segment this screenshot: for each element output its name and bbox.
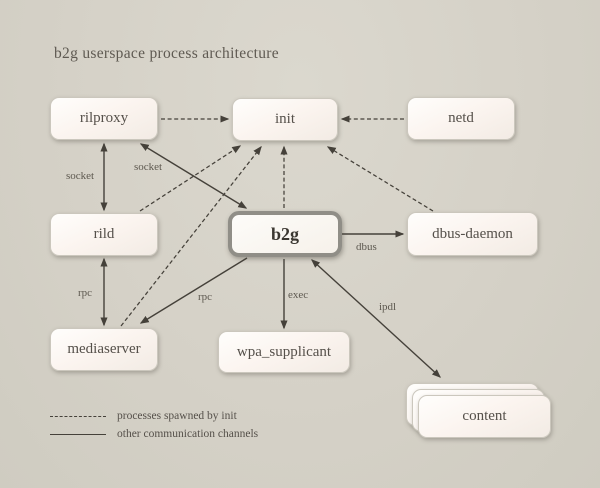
node-b2g-label: b2g (270, 223, 299, 244)
node-rild[interactable]: rild (50, 213, 158, 256)
page-title: b2g userspace process architecture (54, 45, 279, 62)
node-init[interactable]: init (232, 98, 338, 141)
edge-b2g-mediaserver-rpc (139, 257, 248, 324)
edge-label-dbus: dbus (356, 241, 377, 253)
node-content-label: content (462, 408, 507, 424)
node-dbus-daemon[interactable]: dbus-daemon (407, 212, 538, 256)
node-init-label: init (274, 111, 295, 127)
node-rilproxy[interactable]: rilproxy (50, 97, 158, 140)
node-mediaserver-label: mediaserver (67, 341, 141, 357)
legend-solid-label: other communication channels (117, 428, 259, 440)
edge-rilproxy-b2g-socket (139, 143, 248, 209)
node-rild-label: rild (93, 226, 115, 242)
edge-b2g-content-ipdl (311, 259, 441, 378)
node-content[interactable]: content (418, 395, 551, 438)
legend: processes spawned by init other communic… (50, 407, 258, 443)
node-b2g[interactable]: b2g (228, 211, 342, 257)
edge-label-socket-rilproxy-rild: socket (66, 170, 95, 182)
edge-label-socket-rilproxy-b2g: socket (134, 161, 163, 173)
edge-rild-init (139, 145, 242, 212)
edge-label-exec: exec (288, 289, 309, 301)
node-rilproxy-label: rilproxy (79, 110, 129, 126)
edge-label-ipdl: ipdl (379, 301, 397, 313)
legend-row-solid: other communication channels (50, 425, 258, 443)
legend-dashed-line-sample (50, 415, 106, 417)
node-wpa-supplicant[interactable]: wpa_supplicant (218, 331, 350, 373)
node-mediaserver[interactable]: mediaserver (50, 328, 158, 371)
node-netd-label: netd (448, 110, 474, 126)
edge-label-rpc-b2g-mediaserver: rpc (198, 291, 213, 303)
legend-dashed-label: processes spawned by init (117, 410, 237, 422)
edge-label-rpc-rild-mediaserver: rpc (78, 287, 93, 299)
node-netd[interactable]: netd (407, 97, 515, 140)
edge-dbus-daemon-init (326, 146, 434, 212)
edge-mediaserver-init (120, 145, 262, 327)
legend-row-dashed: processes spawned by init (50, 407, 258, 425)
node-wpa-supplicant-label: wpa_supplicant (236, 343, 332, 360)
legend-solid-line-sample (50, 433, 106, 435)
node-dbus-daemon-label: dbus-daemon (432, 225, 513, 242)
